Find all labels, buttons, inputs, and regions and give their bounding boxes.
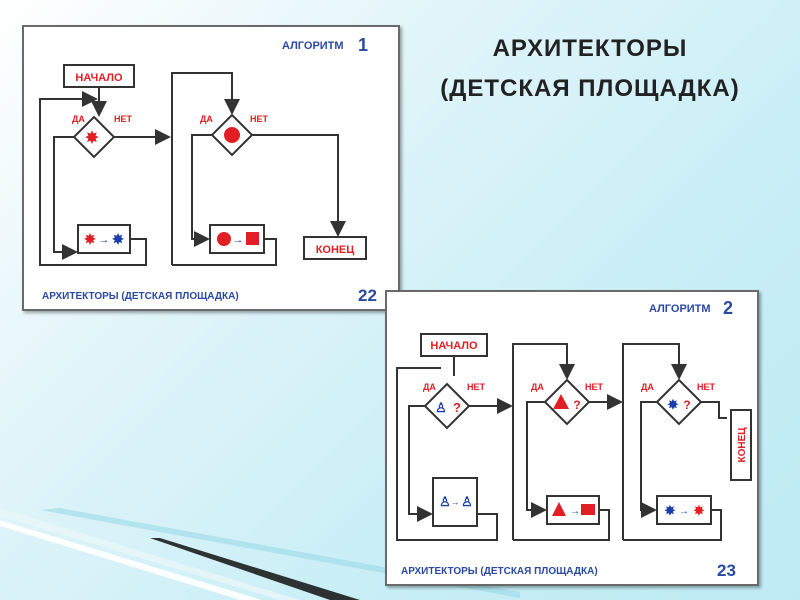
question-icon: ? xyxy=(573,398,580,412)
yes-label: ДА xyxy=(641,382,654,392)
start-label: НАЧАЛО xyxy=(430,340,478,352)
blue-gear-icon: ✸ xyxy=(111,231,124,247)
action-box-1 xyxy=(432,477,478,527)
connector xyxy=(171,72,240,265)
connector xyxy=(513,509,610,541)
algorithm-number: 2 xyxy=(723,298,733,318)
no-label: НЕТ xyxy=(467,382,486,392)
connector xyxy=(252,134,346,237)
no-label: НЕТ xyxy=(114,114,133,124)
algorithm-label: АЛГОРИТМ xyxy=(282,40,344,52)
red-circle-icon xyxy=(224,127,240,143)
arrow-icon: → xyxy=(451,497,460,507)
action-box-1 xyxy=(77,224,131,254)
red-square-icon xyxy=(246,232,259,245)
question-icon: ? xyxy=(683,398,690,412)
connector xyxy=(39,91,98,237)
yes-label: ДА xyxy=(423,382,436,392)
end-label: КОНЕЦ xyxy=(737,427,748,463)
connector xyxy=(39,237,147,266)
red-triangle-icon xyxy=(553,394,569,409)
end-box xyxy=(303,236,367,260)
blue-gear-icon: ✸ xyxy=(667,397,679,412)
blue-gear-icon: ✸ xyxy=(664,503,676,518)
decision-diamond-1 xyxy=(72,115,116,159)
red-triangle-icon xyxy=(552,502,566,516)
algorithm-label: АЛГОРИТМ xyxy=(649,303,711,315)
person-icon: ♙ xyxy=(435,400,447,415)
yes-label: ДА xyxy=(72,114,85,124)
arrow-icon: → xyxy=(233,234,244,246)
connector xyxy=(396,513,498,541)
decision-diamond-1 xyxy=(423,382,471,430)
decision-diamond-2 xyxy=(543,378,591,426)
arrow-icon: → xyxy=(99,234,110,246)
slide-title-line1: АРХИТЕКТОРЫ xyxy=(492,35,688,62)
connector xyxy=(172,238,277,266)
red-rect-icon xyxy=(581,504,595,515)
no-label: НЕТ xyxy=(697,382,716,392)
algorithm-2-flowchart: АЛГОРИТМ 2 НАЧАЛО ♙ ? ДА НЕТ ♙ → ♙ ? ДА … xyxy=(396,298,752,580)
start-label: НАЧАЛО xyxy=(75,72,123,84)
page-number: 23 xyxy=(717,561,736,580)
action-box-3 xyxy=(656,495,712,525)
red-gear-icon: ✸ xyxy=(693,503,705,518)
no-label: НЕТ xyxy=(585,382,604,392)
red-shape-icon: ✸ xyxy=(84,130,99,147)
connector xyxy=(512,343,575,540)
end-box xyxy=(730,409,752,481)
yes-label: ДА xyxy=(200,114,213,124)
decorative-stripes xyxy=(0,508,520,600)
algorithm-1-flowchart: АЛГОРИТМ 1 НАЧАЛО ✸ ДА НЕТ ✸ → ✸ ДА НЕТ … xyxy=(39,35,377,305)
connector xyxy=(191,134,212,247)
connector xyxy=(526,401,547,518)
connector xyxy=(408,405,433,522)
end-label: КОНЕЦ xyxy=(316,244,355,256)
arrow-icon: → xyxy=(679,506,689,517)
algorithm-card-1: АЛГОРИТМ 1 НАЧАЛО ✸ ДА НЕТ ✸ → ✸ ДА НЕТ … xyxy=(22,25,400,311)
connector xyxy=(53,136,78,260)
connector xyxy=(623,509,722,541)
decision-diamond-3 xyxy=(655,378,703,426)
question-icon: ? xyxy=(453,400,461,415)
arrow-icon: → xyxy=(570,506,580,517)
connector xyxy=(640,401,657,518)
algorithm-number: 1 xyxy=(358,35,368,55)
no-label: НЕТ xyxy=(250,114,269,124)
card-footer: АРХИТЕКТОРЫ (ДЕТСКАЯ ПЛОЩАДКА) xyxy=(42,291,239,302)
card-footer: АРХИТЕКТОРЫ (ДЕТСКАЯ ПЛОЩАДКА) xyxy=(401,566,598,577)
page-number: 22 xyxy=(358,286,377,305)
connector xyxy=(396,367,441,530)
red-gear-icon: ✸ xyxy=(83,231,96,247)
person-icon: ♙ xyxy=(461,494,473,509)
connector xyxy=(701,401,727,419)
person-icon: ♙ xyxy=(439,494,451,509)
red-circle-icon xyxy=(217,232,231,246)
slide-title-line2: (ДЕТСКАЯ ПЛОЩАДКА) xyxy=(440,75,740,102)
yes-label: ДА xyxy=(531,382,544,392)
connector xyxy=(622,343,687,540)
algorithm-card-2: АЛГОРИТМ 2 НАЧАЛО ♙ ? ДА НЕТ ♙ → ♙ ? ДА … xyxy=(385,290,759,586)
